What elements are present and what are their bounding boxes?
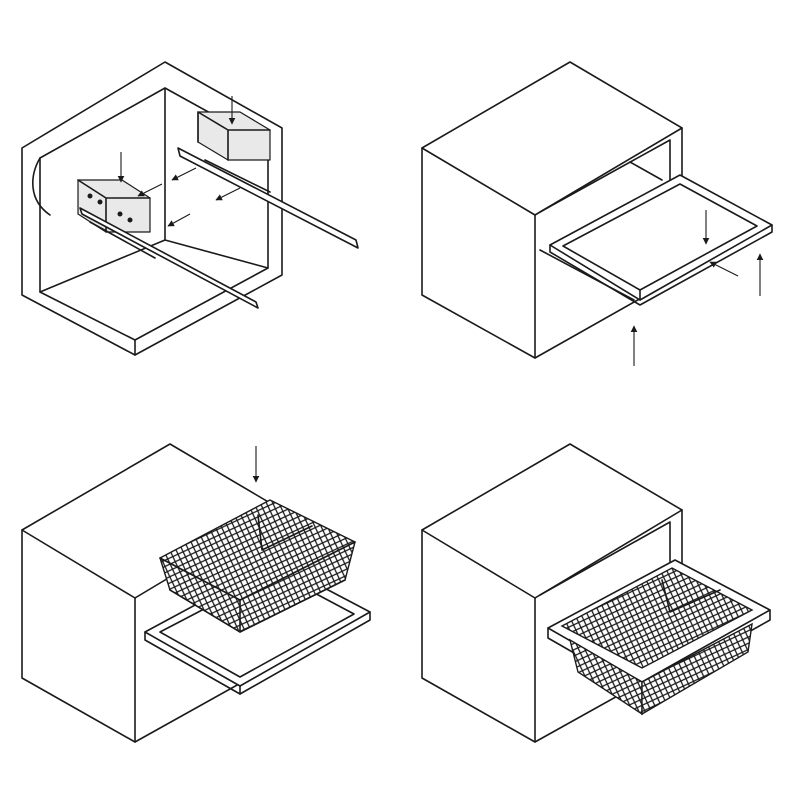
step-2-rails xyxy=(539,161,663,301)
frame-tray xyxy=(549,174,773,306)
step-2-illustration xyxy=(421,61,773,366)
wire-basket xyxy=(159,499,356,633)
step-2-arrows xyxy=(630,210,764,366)
cabinet-carcass xyxy=(21,61,283,356)
frame-tray-with-basket xyxy=(547,559,771,716)
step-1-arrows xyxy=(117,96,241,227)
step-3-panel xyxy=(0,400,400,800)
step-2-panel xyxy=(400,0,800,400)
step-1-illustration xyxy=(21,61,359,356)
step-4-panel xyxy=(400,400,800,800)
left-slide-rail xyxy=(79,207,259,309)
rear-bracket xyxy=(197,111,271,161)
right-slide-rail xyxy=(177,147,359,249)
step-3-illustration xyxy=(21,443,371,743)
step-4-illustration xyxy=(421,443,771,743)
step-1-panel xyxy=(0,0,400,400)
